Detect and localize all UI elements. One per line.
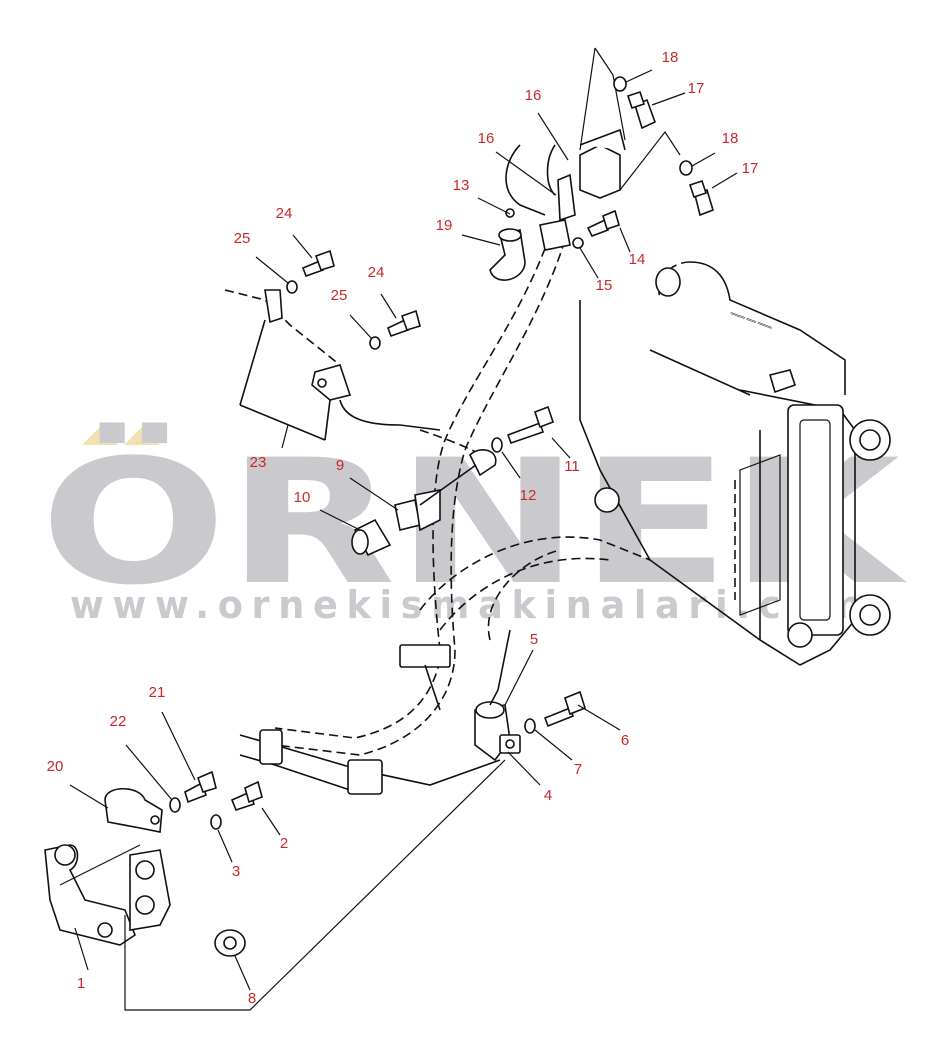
fitting-19 — [489, 228, 526, 281]
callouts: 1 2 3 4 5 6 7 8 9 10 11 12 13 14 15 16 1… — [47, 49, 759, 1007]
callout-17b: 17 — [742, 160, 759, 177]
upper-hose — [432, 144, 566, 651]
bolt-24a — [286, 249, 335, 294]
callout-15: 15 — [596, 277, 613, 294]
callout-18b: 18 — [722, 130, 739, 147]
drawing: ═══ ══ ═══ — [44, 47, 891, 1011]
callout-23: 23 — [250, 454, 267, 471]
callout-8: 8 — [248, 990, 256, 1007]
spacer-8 — [214, 929, 246, 957]
leader-lines — [69, 69, 738, 991]
valve-block — [557, 47, 681, 222]
callout-5: 5 — [530, 631, 538, 648]
watermark-umlaut-left — [82, 427, 118, 445]
callout-2: 2 — [280, 835, 288, 852]
callout-16a: 16 — [525, 87, 542, 104]
clamp-13 — [505, 208, 620, 251]
clamp-20 — [104, 770, 263, 833]
callout-4: 4 — [544, 787, 552, 804]
callout-17a: 17 — [688, 80, 705, 97]
callout-25b: 25 — [331, 287, 348, 304]
bracket-9 — [394, 449, 497, 532]
watermark-umlaut-right — [124, 427, 160, 445]
callout-18a: 18 — [662, 49, 679, 66]
clamp-4 — [474, 629, 521, 762]
bolt-6 — [524, 690, 586, 734]
callout-9: 9 — [336, 457, 344, 474]
callout-20: 20 — [47, 758, 64, 775]
watermark-url: www.ornekismakinalari.com — [70, 583, 870, 627]
callout-22: 22 — [110, 713, 127, 730]
callout-3: 3 — [232, 863, 240, 880]
callout-6: 6 — [621, 732, 629, 749]
callout-10: 10 — [294, 489, 311, 506]
bushing-10 — [351, 518, 392, 557]
bolts-17-18 — [613, 76, 714, 217]
callout-25a: 25 — [234, 230, 251, 247]
svg-text:═══ ══ ═══: ═══ ══ ═══ — [728, 310, 772, 332]
bracket-23 — [224, 289, 491, 461]
callout-14: 14 — [629, 251, 646, 268]
callout-16b: 16 — [478, 130, 495, 147]
callout-24b: 24 — [368, 264, 385, 281]
bolt-11 — [491, 405, 555, 453]
bolt-24b — [369, 309, 421, 350]
callout-13: 13 — [453, 177, 470, 194]
callout-21: 21 — [149, 684, 166, 701]
lower-hose — [239, 536, 651, 795]
callout-7: 7 — [574, 761, 582, 778]
callout-12: 12 — [520, 487, 537, 504]
callout-24a: 24 — [276, 205, 293, 222]
callout-1: 1 — [77, 975, 85, 992]
callout-11: 11 — [564, 458, 580, 475]
bracket-1 — [44, 759, 506, 1011]
callout-19: 19 — [436, 217, 453, 234]
